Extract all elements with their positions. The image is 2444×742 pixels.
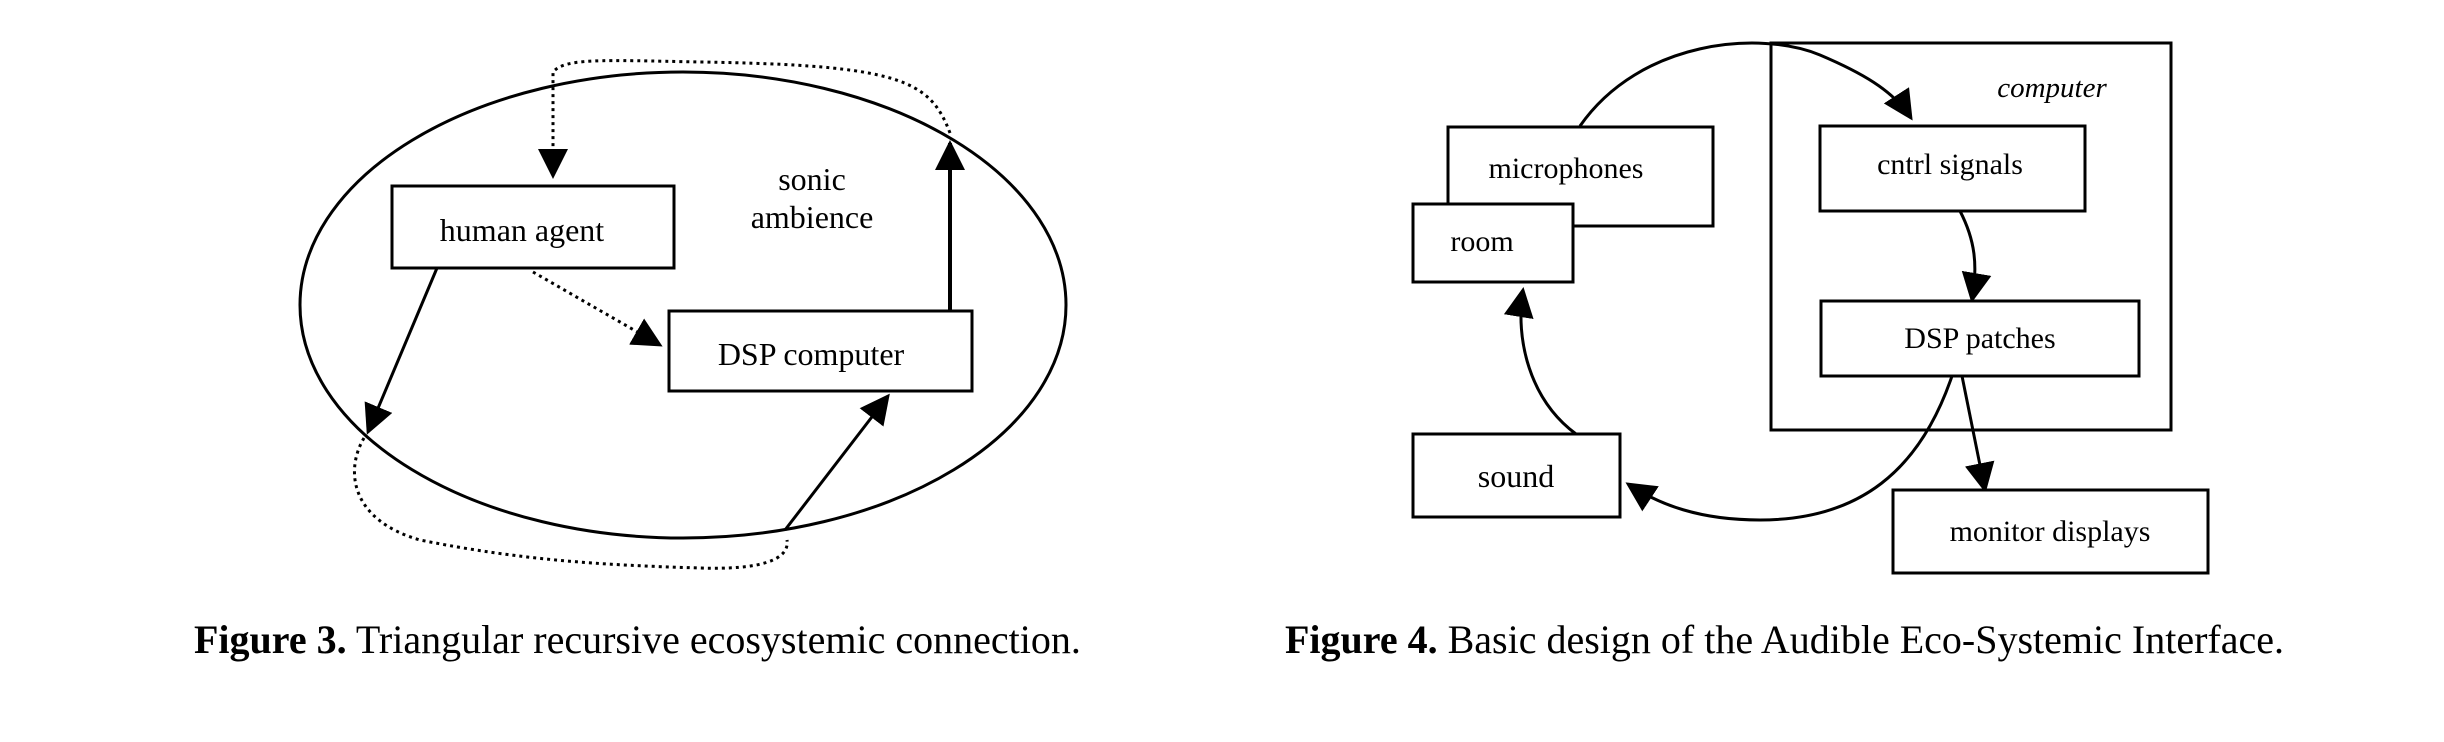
sonic-label: sonic xyxy=(778,161,846,197)
dsp-patches-box xyxy=(1819,299,2141,378)
dsp-computer-label: DSP computer xyxy=(718,336,905,372)
dotted-feedback-bottom xyxy=(352,437,789,570)
figure-3-caption: Figure 3. Triangular recursive ecosystem… xyxy=(194,615,1081,665)
figure-3-caption-label: Figure 3. xyxy=(194,617,347,662)
figure-3-caption-text: Triangular recursive ecosystemic connect… xyxy=(346,617,1081,662)
dsp-computer-box xyxy=(667,309,974,393)
monitor-displays-box xyxy=(1891,488,2210,575)
microphones-label: microphones xyxy=(1489,152,1644,185)
cntrl-to-dsp-arrow xyxy=(1958,210,1992,303)
ambience-label: ambience xyxy=(751,199,874,235)
figure-4: computer microphones room cntrl signals … xyxy=(1411,41,2210,575)
room-label: room xyxy=(1450,225,1513,258)
cntrl-signals-box xyxy=(1818,124,2087,213)
room-box xyxy=(1411,202,1575,284)
dotted-agent-to-dsp xyxy=(532,270,663,347)
figure-4-caption-label: Figure 4. xyxy=(1285,617,1438,662)
loop-top-arc xyxy=(1578,41,1913,127)
agent-to-ambience-arrow xyxy=(364,267,439,435)
ecosystem-ellipse xyxy=(298,70,1068,540)
computer-box xyxy=(1769,41,2173,432)
figure-4-caption: Figure 4. Basic design of the Audible Ec… xyxy=(1285,615,2284,665)
dotted-feedback-top xyxy=(538,59,952,179)
monitor-displays-label: monitor displays xyxy=(1950,515,2151,548)
ambience-to-dsp-arrow xyxy=(783,393,890,531)
figure-4-caption-text: Basic design of the Audible Eco-Systemic… xyxy=(1437,617,2284,662)
computer-label: computer xyxy=(1997,72,2107,104)
human-agent-box xyxy=(390,184,676,270)
sound-label: sound xyxy=(1478,458,1554,494)
dsp-to-monitor-arrow xyxy=(1960,375,1995,493)
figure-3: sonic ambience human agent DSP computer xyxy=(298,59,1068,570)
cntrl-signals-label: cntrl signals xyxy=(1877,148,2023,181)
sound-to-room-arc xyxy=(1503,287,1577,436)
sound-box xyxy=(1411,432,1622,519)
dsp-to-sound-arc xyxy=(1625,375,1954,522)
dsp-patches-label: DSP patches xyxy=(1904,322,2055,355)
human-agent-label: human agent xyxy=(440,212,605,248)
